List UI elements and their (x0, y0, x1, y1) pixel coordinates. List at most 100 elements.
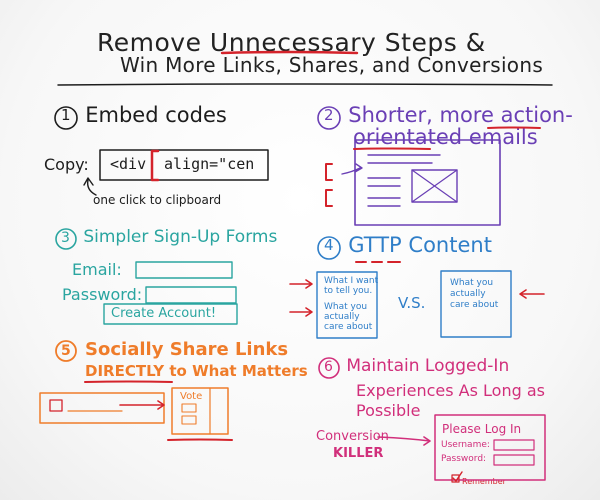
email-pointer-arrow (341, 163, 363, 175)
conversion-label: Conversion (316, 429, 389, 444)
what-i-want-box (316, 271, 378, 339)
circle-1 (54, 106, 78, 130)
vote-box-1 (181, 403, 197, 413)
left-box-line-4: actually (324, 312, 360, 322)
code-box (99, 149, 269, 181)
remember-label: Remember (462, 477, 506, 486)
section-number-3: 3 (61, 230, 70, 246)
right-arrow (519, 289, 545, 299)
left-box-line-2: to tell you. (324, 286, 373, 296)
signup-heading: 3 Simpler Sign-Up Forms (55, 229, 277, 246)
left-box-line-1: What I want (324, 276, 379, 286)
password-label: Password: (62, 285, 143, 304)
remember-checkbox (451, 474, 460, 483)
signup-heading-text: Simpler Sign-Up Forms (83, 227, 278, 247)
username-input-box (493, 439, 535, 451)
logged-in-heading-text: Maintain Logged-In (346, 356, 510, 376)
create-account-label: Create Account! (111, 306, 217, 321)
email-input-box (135, 261, 233, 279)
action-underline (487, 126, 541, 129)
username-label: Username: (441, 440, 490, 450)
vs-label: V.S. (398, 294, 426, 312)
what-i-want-box-text: What I want to tell you. What you actual… (324, 276, 378, 332)
email-frame (354, 139, 501, 226)
gttp-emph: GTTP (348, 233, 402, 257)
create-account-button-box (103, 303, 238, 325)
title-prefix: Remove (97, 28, 202, 57)
share-arrow (119, 400, 165, 410)
login-password-input-box (493, 454, 535, 466)
content-heading: 4 GTTP Content (318, 235, 492, 256)
vote-underline (167, 438, 233, 441)
unnecessary-underline (220, 50, 359, 55)
code-right: align="cen (164, 155, 255, 173)
vote-label: Vote (180, 391, 203, 402)
email-bracket-bottom (325, 189, 333, 207)
remember-check (452, 471, 463, 482)
section-number-5: 5 (61, 343, 71, 359)
copy-label: Copy: (44, 155, 89, 174)
login-password-label: Password: (441, 454, 487, 464)
login-title: Please Log In (442, 422, 522, 436)
logged-in-heading-2: Experiences As Long as (356, 381, 545, 400)
clipboard-arrow (83, 177, 97, 196)
email-image-cross (411, 169, 458, 203)
right-box-line-3: care about (450, 300, 499, 310)
directly-emph: DIRECTLY (85, 362, 165, 380)
section-number-6: 6 (324, 359, 333, 375)
title-line-2: Win More Links, Shares, and Conversions (120, 53, 544, 77)
circle-3 (55, 228, 77, 250)
email-bracket-top (325, 163, 333, 181)
left-arrow-1 (289, 279, 313, 289)
circle-2 (317, 106, 341, 130)
embed-heading: 1 Embed codes (55, 105, 227, 126)
orientated-underline (353, 147, 431, 150)
circle-5 (55, 340, 77, 362)
title-divider (57, 83, 553, 86)
share-icon-box (49, 399, 63, 412)
left-arrow-2 (289, 307, 313, 317)
title-suffix: Steps & (384, 28, 486, 57)
email-label: Email: (72, 260, 122, 279)
vote-card (171, 387, 229, 435)
title-line-1: Remove Unnecessary Steps & (97, 30, 486, 55)
code-cursor-bracket (150, 149, 160, 182)
right-box-line-2: actually (450, 289, 486, 299)
emails-heading-2: orientated emails (353, 127, 538, 148)
logged-in-heading-1: 6 Maintain Logged-In (318, 358, 509, 375)
login-box (434, 414, 546, 481)
emails-heading-suffix: emails (468, 125, 538, 149)
what-you-care-box-text: What you actually care about (450, 278, 498, 311)
section-number-4: 4 (324, 236, 334, 254)
section-number-2: 2 (324, 106, 334, 124)
right-box-line-1: What you (450, 278, 494, 288)
share-heading-2: DIRECTLY to What Matters (85, 364, 308, 379)
conversion-killer-arrow (377, 436, 431, 446)
vote-box-2 (181, 415, 197, 425)
email-image-box (411, 169, 458, 203)
share-heading-suffix: to What Matters (169, 362, 308, 380)
section-number-1: 1 (61, 106, 71, 124)
emails-heading-emph-2: orientated (353, 125, 463, 149)
circle-4 (317, 236, 341, 260)
share-card (39, 392, 165, 424)
share-heading-text: Socially Share Links (85, 339, 289, 360)
share-heading-1: 5 Socially Share Links (55, 341, 288, 359)
emails-heading-emph: action- (500, 103, 573, 127)
circle-6 (318, 357, 340, 379)
content-heading-suffix: Content (408, 233, 492, 257)
emails-heading-prefix: Shorter, more (348, 103, 494, 127)
directly-underline (84, 380, 173, 383)
logged-in-heading-3: Possible (356, 401, 421, 420)
left-box-line-3: What you (324, 302, 368, 312)
password-input-box (145, 286, 237, 304)
emails-heading-1: 2 Shorter, more action- (318, 105, 573, 126)
killer-label: KILLER (333, 446, 384, 461)
left-box-line-5: care about (324, 322, 373, 332)
what-you-care-box (440, 270, 512, 338)
code-left: <div (110, 155, 147, 173)
embed-caption: one click to clipboard (93, 193, 222, 207)
embed-heading-text: Embed codes (85, 103, 227, 127)
